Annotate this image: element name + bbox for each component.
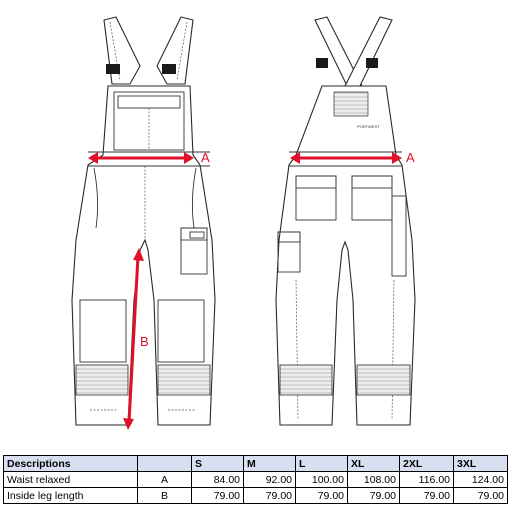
cell-value: 108.00 — [347, 471, 400, 488]
table-row: Waist relaxed A 84.00 92.00 100.00 108.0… — [3, 471, 508, 488]
cell-value: 100.00 — [295, 471, 348, 488]
measure-a-front: A — [88, 150, 210, 165]
row-description: Inside leg length — [3, 487, 138, 504]
row-code: B — [137, 487, 192, 504]
table-row: Inside leg length B 79.00 79.00 79.00 79… — [3, 487, 508, 504]
back-left-reflective-tape — [279, 364, 333, 396]
front-right-knee-pocket — [157, 299, 205, 363]
cell-value: 79.00 — [453, 487, 508, 504]
measure-b-label: B — [140, 334, 149, 349]
cell-value: 84.00 — [191, 471, 244, 488]
front-right-reflective-tape — [157, 364, 211, 396]
header-code — [137, 455, 192, 472]
cell-value: 79.00 — [191, 487, 244, 504]
row-description: Waist relaxed — [3, 471, 138, 488]
front-left-reflective-tape — [75, 364, 129, 396]
front-right-buckle — [162, 64, 176, 74]
cell-value: 79.00 — [399, 487, 454, 504]
cell-value: 79.00 — [347, 487, 400, 504]
back-right-strap — [344, 16, 393, 93]
back-elastic-panel — [333, 91, 369, 117]
front-left-buckle — [106, 64, 120, 74]
measure-a-back-label: A — [406, 150, 415, 165]
brand-label: PORTWEST — [357, 124, 380, 129]
back-body — [275, 85, 416, 426]
measure-a-back: A — [290, 150, 415, 165]
back-right-reflective-tape — [356, 364, 411, 396]
header-size-3xl: 3XL — [453, 455, 508, 472]
header-size-l: L — [295, 455, 348, 472]
header-size-xl: XL — [347, 455, 400, 472]
header-size-2xl: 2XL — [399, 455, 454, 472]
cell-value: 92.00 — [243, 471, 296, 488]
header-size-s: S — [191, 455, 244, 472]
back-side-pocket — [391, 195, 407, 277]
garment-drawing: PORTWEST A A B — [71, 16, 416, 430]
cell-value: 79.00 — [243, 487, 296, 504]
measure-b: B — [123, 248, 149, 430]
front-left-knee-pocket — [79, 299, 127, 363]
table-header-row: Descriptions S M L XL 2XL 3XL — [3, 455, 508, 472]
size-chart-table: Descriptions S M L XL 2XL 3XL Waist rela… — [3, 455, 508, 504]
header-size-m: M — [243, 455, 296, 472]
back-view: PORTWEST — [275, 16, 416, 426]
back-right-buckle — [366, 58, 378, 68]
front-view — [71, 16, 216, 426]
back-left-buckle — [316, 58, 328, 68]
header-descriptions: Descriptions — [3, 455, 138, 472]
cell-value: 79.00 — [295, 487, 348, 504]
front-bib-pocket — [113, 91, 185, 151]
cell-value: 116.00 — [399, 471, 454, 488]
measure-a-front-label: A — [201, 150, 210, 165]
cell-value: 124.00 — [453, 471, 508, 488]
row-code: A — [137, 471, 192, 488]
front-body — [71, 85, 216, 426]
